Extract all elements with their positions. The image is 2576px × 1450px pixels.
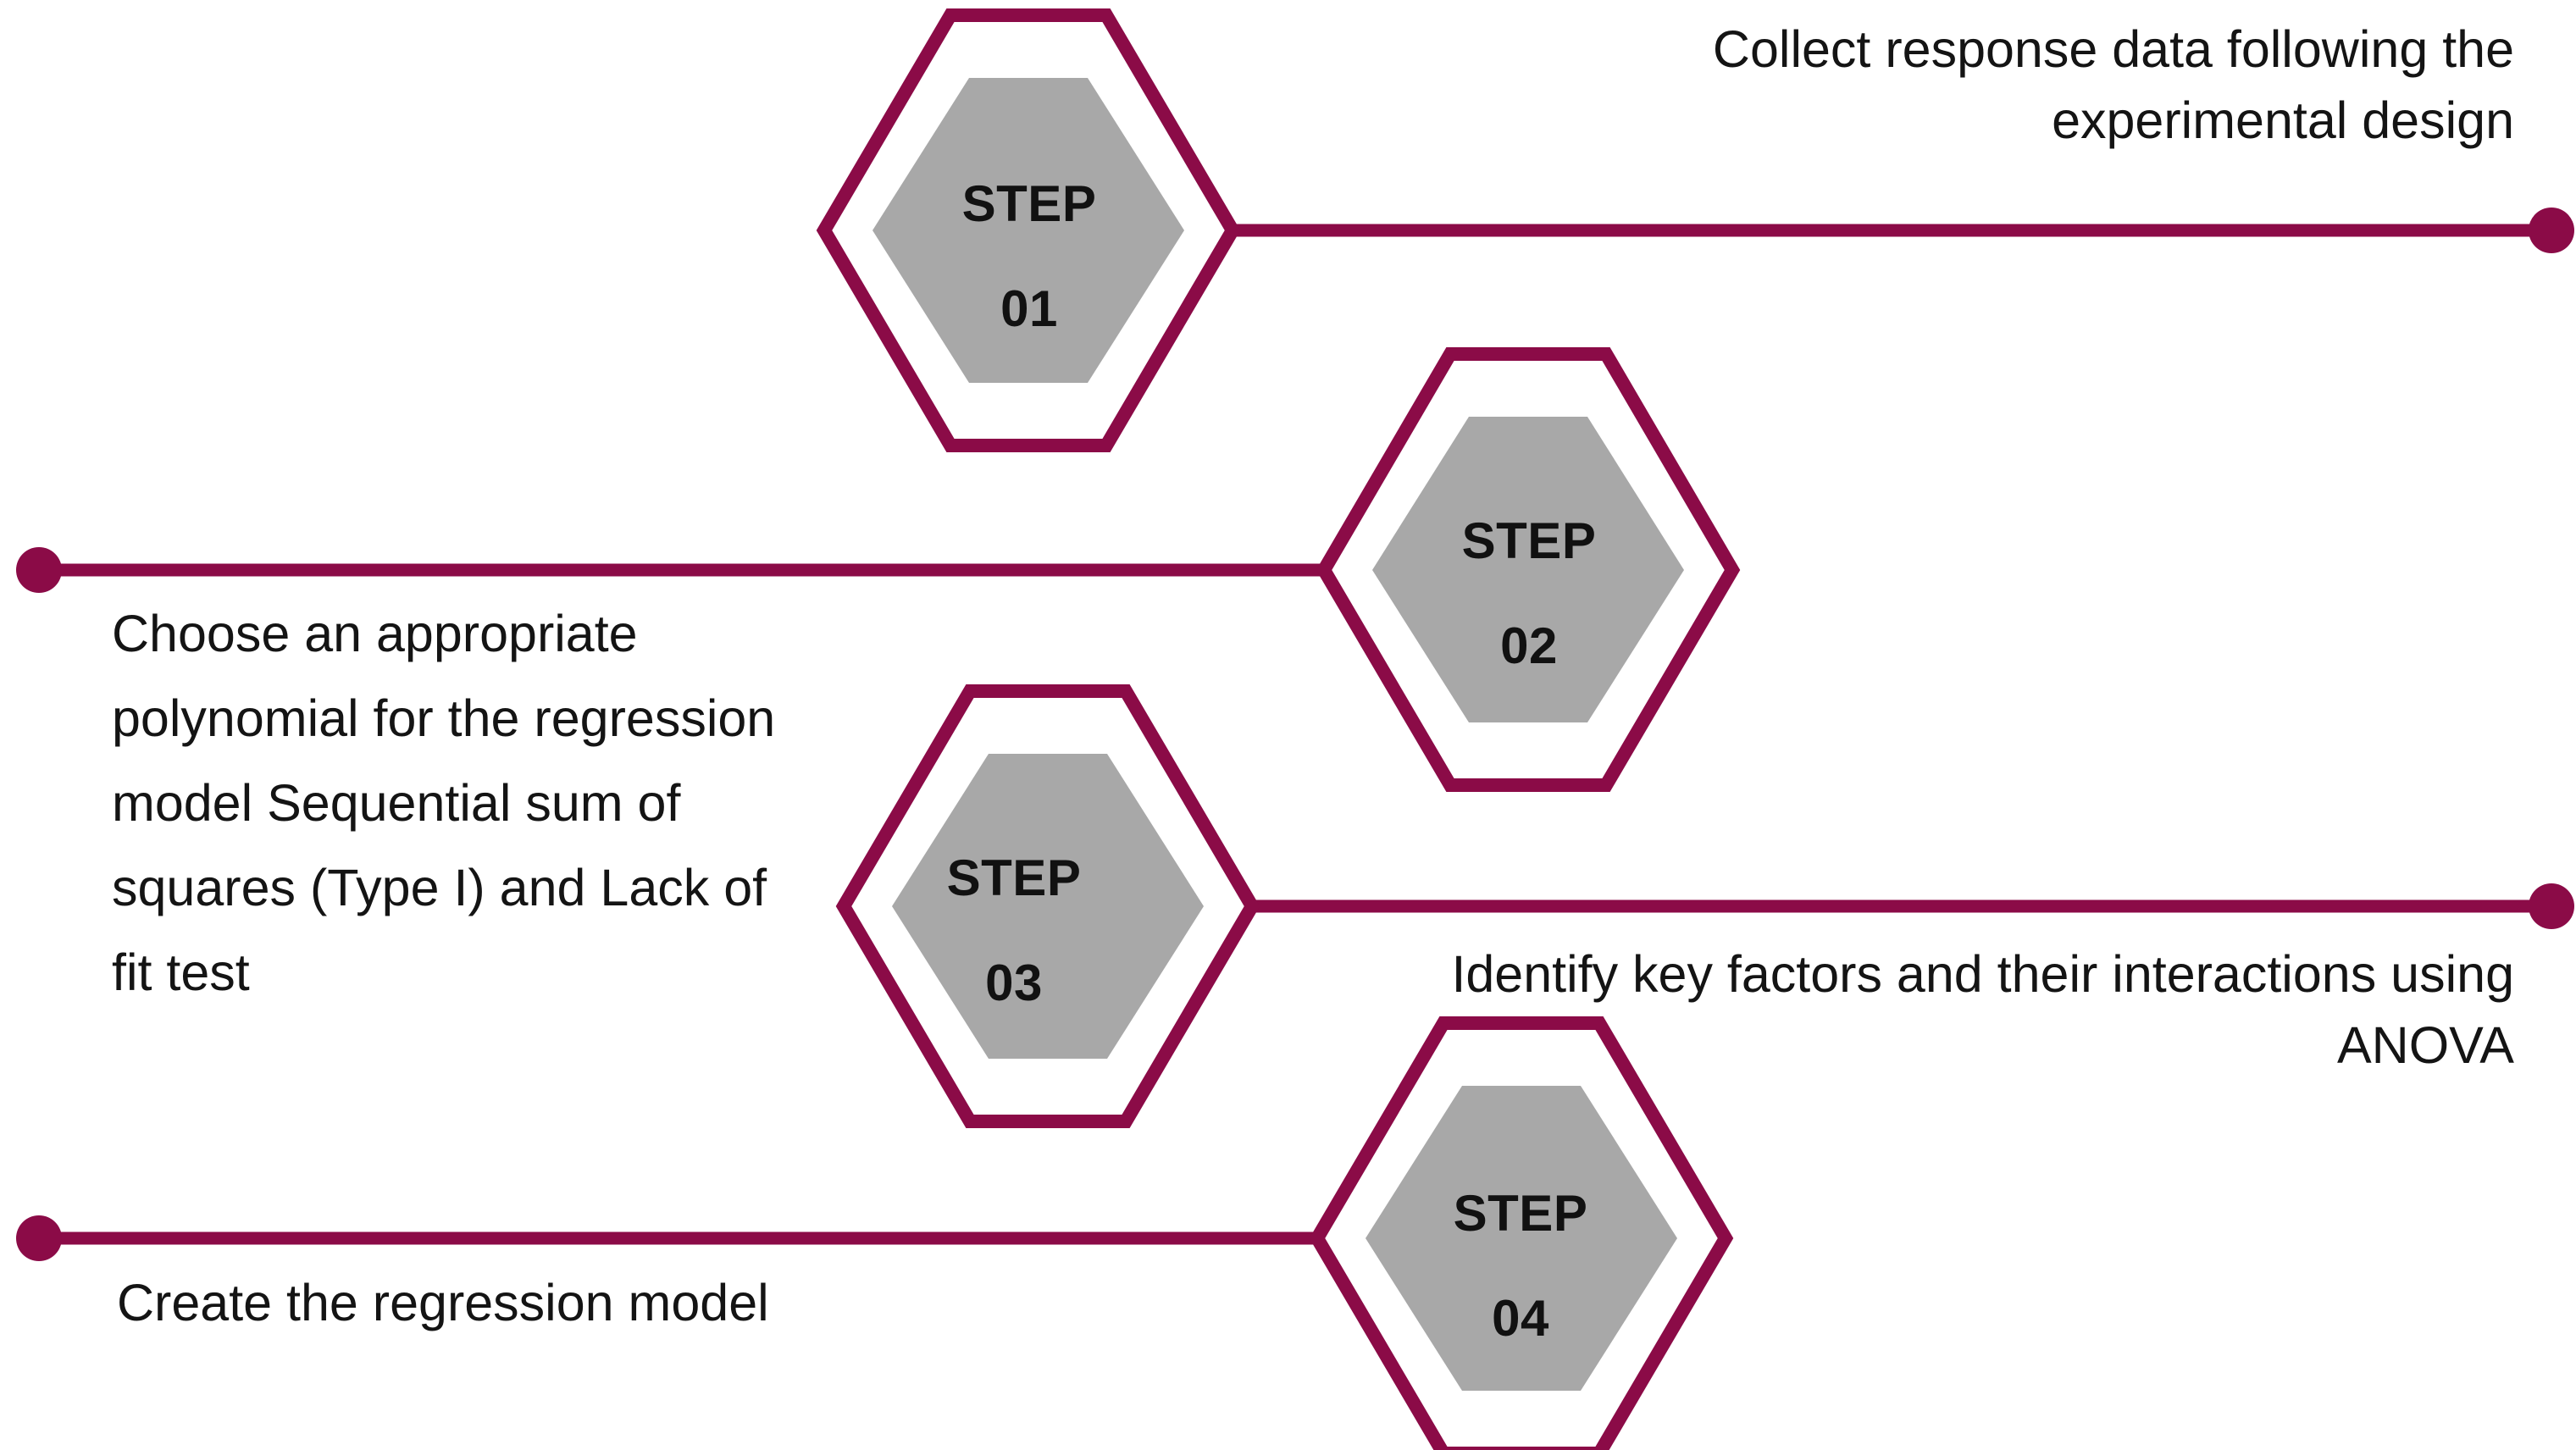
step-description-01: Collect response data following the expe… — [1712, 20, 2514, 149]
hexagon-fill-step-03 — [892, 754, 1204, 1059]
hexagon-outline-step-03 — [835, 684, 1260, 1128]
hexagon-step-01[interactable] — [816, 8, 1241, 452]
connector-endpoint-dot-step-04 — [16, 1215, 62, 1261]
hexagon-step-02[interactable] — [1316, 347, 1741, 792]
connector-endpoint-dot-step-02 — [16, 547, 62, 593]
hexagon-step-03[interactable] — [835, 684, 1260, 1128]
connector-endpoint-dot-step-01 — [2529, 208, 2574, 253]
connector-endpoint-dot-step-03 — [2529, 883, 2574, 929]
connector-step-04 — [16, 1215, 1323, 1261]
step-description-02: Choose an appropriate polynomial for the… — [112, 605, 776, 1001]
hexagon-fill-step-02 — [1372, 417, 1684, 722]
step-description-04: Create the regression model — [117, 1274, 769, 1331]
hexagon-outline-step-01 — [816, 8, 1241, 452]
connector-step-01 — [1233, 208, 2574, 253]
hexagon-step-04[interactable] — [1309, 1016, 1734, 1450]
hexagon-fill-step-01 — [873, 78, 1184, 383]
hexagon-fill-step-04 — [1366, 1086, 1677, 1391]
step-description-03: Identify key factors and their interacti… — [1451, 945, 2514, 1074]
hexagon-outline-step-02 — [1316, 347, 1741, 792]
connector-step-03 — [1252, 883, 2574, 929]
hexagon-outline-step-04 — [1309, 1016, 1734, 1450]
connector-step-02 — [16, 547, 1330, 593]
